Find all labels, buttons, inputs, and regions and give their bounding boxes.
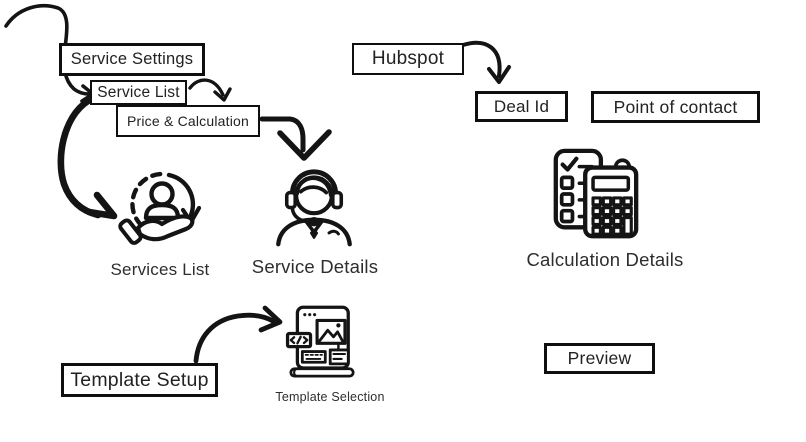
support-agent-headset-icon (267, 152, 361, 250)
arrow-to-services-list-icon-head (85, 191, 118, 220)
node-template-setup: Template Setup (61, 363, 218, 397)
arrow-service-list-to-price (188, 78, 225, 97)
arrow-hubspot-to-deal-id (461, 40, 502, 78)
checklist-calculator-icon (546, 146, 644, 244)
services-list-caption: Services List (110, 260, 210, 279)
arrow-price-to-service-details (259, 116, 306, 153)
node-hubspot: Hubspot (352, 43, 464, 75)
service-details-caption: Service Details (251, 256, 379, 277)
node-deal-id: Deal Id (475, 91, 568, 122)
arrow-to-services-list-icon (57, 97, 102, 219)
template-selection-caption: Template Selection (275, 390, 385, 404)
hand-holding-person-cycle-icon (112, 158, 208, 254)
node-price-calculation: Price & Calculation (116, 105, 260, 137)
arrow-template-setup-to-selection (193, 312, 276, 364)
node-point-of-contact: Point of contact (591, 91, 760, 123)
calculation-details-caption: Calculation Details (526, 249, 684, 270)
arrow-price-to-service-details-head (277, 129, 332, 161)
webpage-template-icon (281, 303, 363, 387)
arrow-hubspot-to-deal-id-head (487, 65, 511, 84)
node-service-settings: Service Settings (59, 43, 205, 76)
arrow-service-list-to-price-head (213, 87, 232, 102)
node-preview: Preview (544, 343, 655, 374)
node-service-list: Service List (90, 80, 187, 105)
arrow-template-setup-to-selection-head (258, 305, 283, 333)
